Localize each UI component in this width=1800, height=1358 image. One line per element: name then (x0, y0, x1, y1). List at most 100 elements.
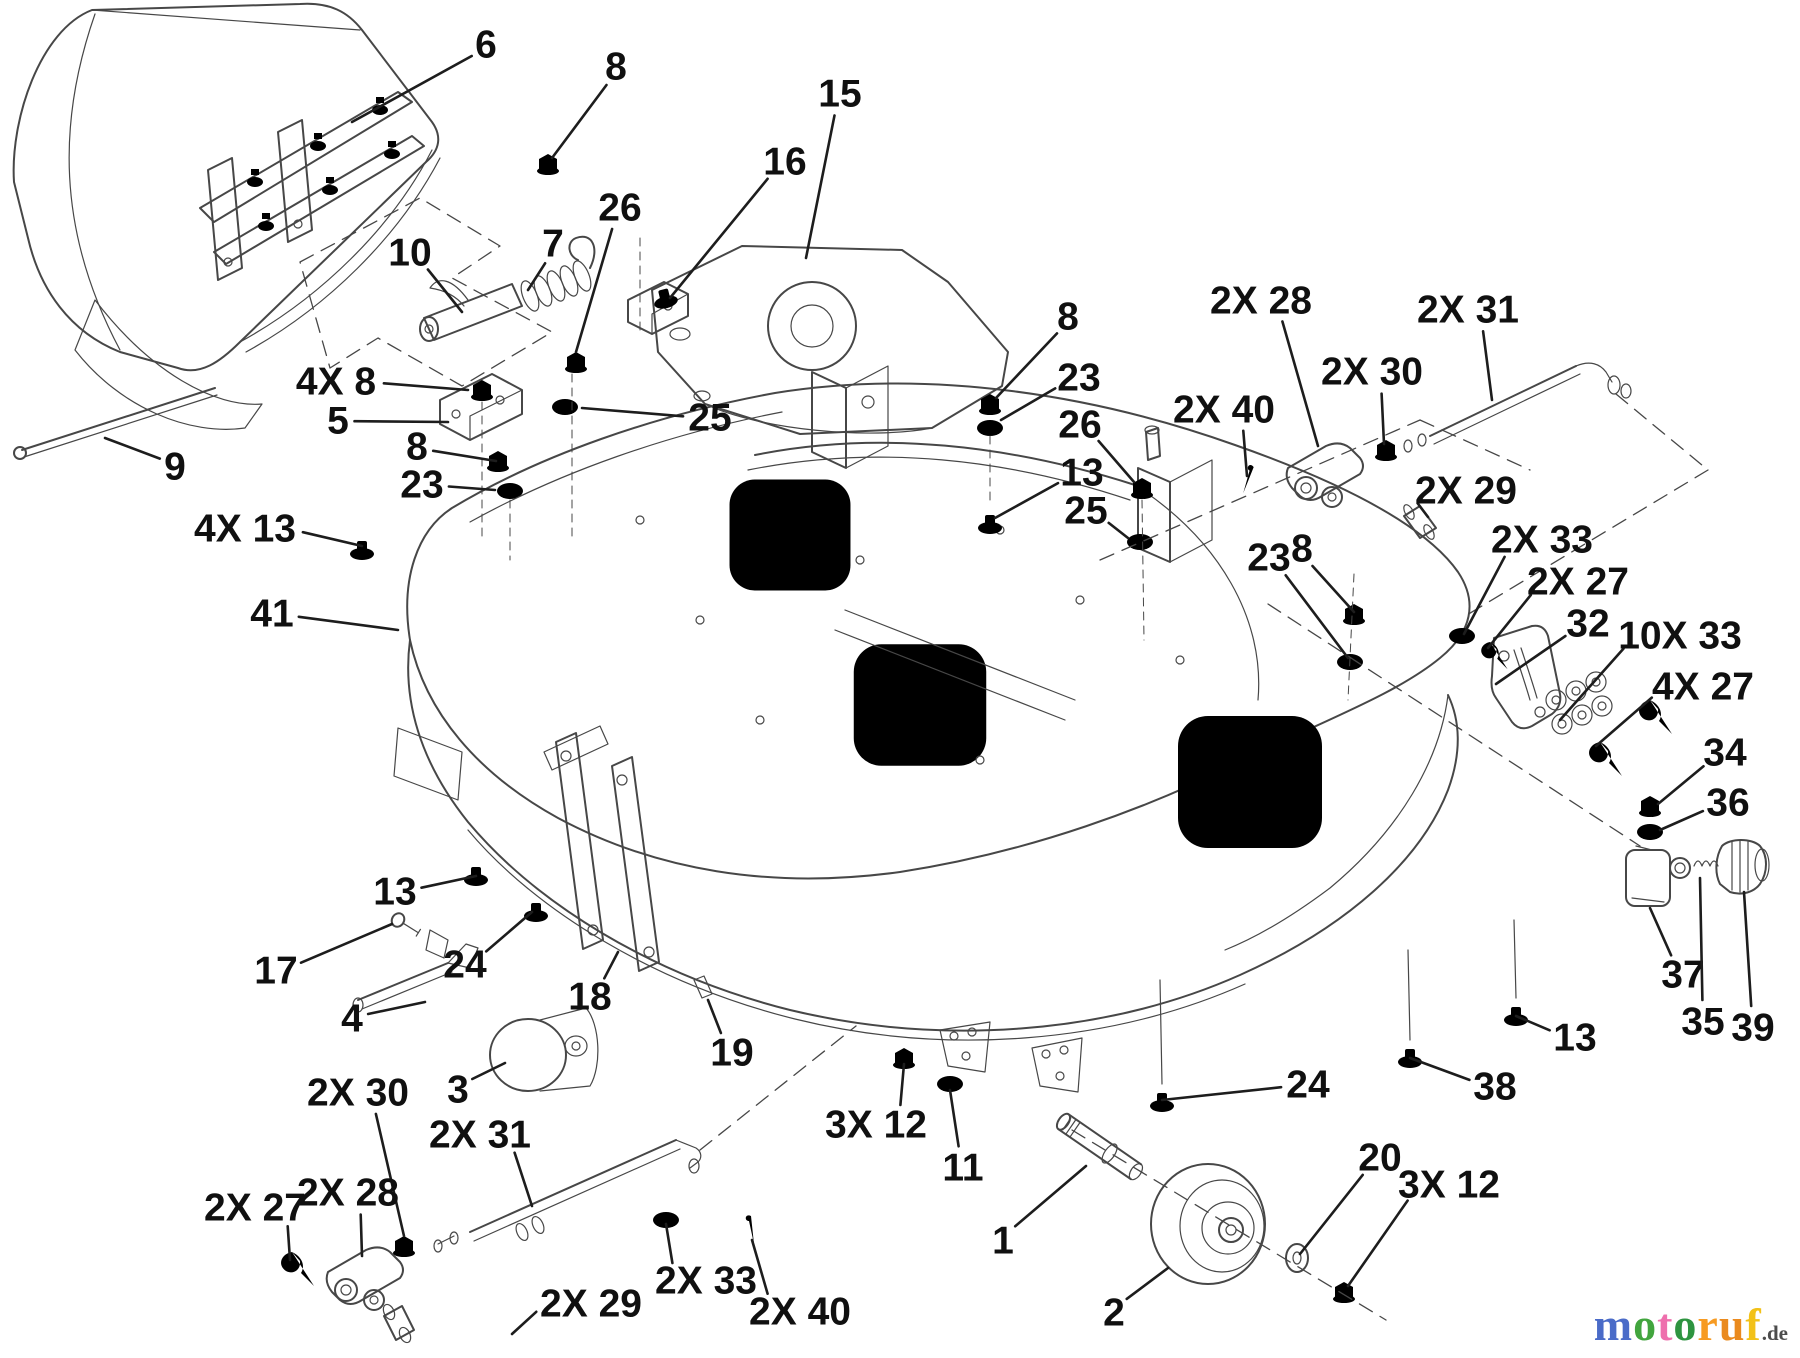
leader-line (420, 874, 478, 890)
washer (1127, 534, 1153, 550)
part-callout-9: 9 (164, 446, 186, 489)
leader-line (470, 1061, 507, 1081)
nut (393, 1236, 415, 1257)
leader-line (431, 449, 498, 463)
leader-line (1486, 593, 1533, 650)
part-callout-2X-33: 2X 33 (655, 1260, 757, 1303)
part-callout-4: 4 (341, 998, 363, 1041)
leader-line (550, 83, 608, 160)
leader-line (1742, 890, 1753, 1008)
logo-letter: f (1745, 1299, 1762, 1350)
leader-line (1284, 573, 1350, 660)
part-callout-34: 34 (1703, 732, 1747, 775)
leader-line (994, 332, 1059, 400)
leader-line (1494, 634, 1567, 686)
part-callout-11: 11 (942, 1147, 983, 1190)
leader-line (359, 1213, 364, 1258)
logo-letter: t (1657, 1299, 1674, 1350)
part-callout-26: 26 (1058, 404, 1101, 447)
part-callout-2X-29: 2X 29 (1415, 470, 1517, 513)
leader-line (374, 1112, 406, 1238)
logo-letter: u (1718, 1299, 1746, 1350)
part-callout-23: 23 (400, 464, 443, 507)
axle-bolt (1055, 1112, 1144, 1181)
leader-line (382, 381, 470, 392)
part-callout-23: 23 (1247, 537, 1290, 580)
leader-line (1514, 1014, 1551, 1032)
leader-line (299, 922, 394, 965)
part-callout-13: 13 (1060, 452, 1103, 495)
cotter-pin (281, 1252, 314, 1286)
part-callout-17: 17 (254, 950, 297, 993)
leader-line (1380, 392, 1386, 446)
carriage-bolt (322, 170, 338, 195)
leader-line (510, 1310, 538, 1336)
nut (565, 352, 587, 373)
part-callout-24: 24 (1286, 1064, 1330, 1107)
deck-shell (393, 365, 1531, 1093)
part-callout-7: 7 (542, 223, 564, 266)
logo-letter: m (1593, 1299, 1634, 1350)
washer (1449, 628, 1475, 644)
motoruf-domain-suffix: .de (1761, 1321, 1788, 1345)
part-callout-26: 26 (598, 187, 641, 230)
part-callout-4X-13: 4X 13 (194, 508, 296, 551)
screw (1398, 1040, 1422, 1068)
washer-stack (1545, 671, 1613, 735)
part-callout-10: 10 (388, 232, 431, 275)
leader-line (1298, 1173, 1364, 1256)
carriage-bolt (247, 162, 263, 187)
motoruf-wordmark: motoruf (1594, 1299, 1762, 1350)
leader-line (1594, 696, 1654, 748)
washer (552, 399, 578, 415)
part-callout-41: 41 (250, 593, 293, 636)
leader-line (484, 910, 534, 953)
mount-bracket (439, 154, 587, 561)
leader-line (1160, 1085, 1283, 1102)
spindle-left (729, 479, 851, 591)
part-callout-2: 2 (1103, 1292, 1125, 1335)
part-callout-10X-33: 10X 33 (1618, 615, 1742, 658)
hairpin-clip (1589, 742, 1622, 776)
part-callout-1: 1 (992, 1220, 1014, 1263)
leader-line (706, 998, 723, 1035)
logo-letter: r (1697, 1299, 1719, 1350)
leader-line (301, 530, 364, 548)
leader-line (526, 261, 547, 292)
leader-line (1097, 439, 1136, 484)
nut (537, 154, 559, 175)
leader-line (574, 227, 614, 354)
part-callout-32: 32 (1566, 603, 1609, 646)
washer (977, 420, 1003, 436)
screw (464, 858, 488, 886)
leader-line (1107, 521, 1130, 540)
roller-assembly (352, 912, 599, 1092)
part-callout-8: 8 (1291, 528, 1313, 571)
motoruf-logo: motoruf.de (1594, 1302, 1788, 1348)
leader-line (750, 1238, 769, 1295)
leader-line (1462, 555, 1506, 636)
part-callout-2X-29: 2X 29 (540, 1283, 642, 1326)
screw (1504, 998, 1528, 1026)
angle-bracket (627, 237, 689, 335)
part-callout-2X-31: 2X 31 (429, 1114, 531, 1157)
part-callout-23: 23 (1057, 357, 1100, 400)
leader-line (426, 268, 464, 314)
leader-line (664, 1222, 674, 1265)
part-callout-5: 5 (327, 400, 349, 443)
leader-line (1416, 502, 1430, 519)
hairpin-clip (1481, 642, 1508, 670)
lift-bracket-group (1449, 624, 1672, 776)
carriage-bolt (384, 134, 400, 159)
part-callout-2X-27: 2X 27 (1527, 561, 1629, 604)
part-callout-20: 20 (1358, 1137, 1401, 1180)
leader-line (1242, 429, 1249, 478)
leader-line (1481, 329, 1494, 402)
part-callout-36: 36 (1706, 782, 1749, 825)
part-callout-2X-28: 2X 28 (1210, 280, 1312, 323)
leader-line (1558, 647, 1625, 722)
part-callout-24: 24 (443, 944, 487, 987)
leader-line (297, 615, 400, 632)
leader-line (1648, 906, 1673, 957)
